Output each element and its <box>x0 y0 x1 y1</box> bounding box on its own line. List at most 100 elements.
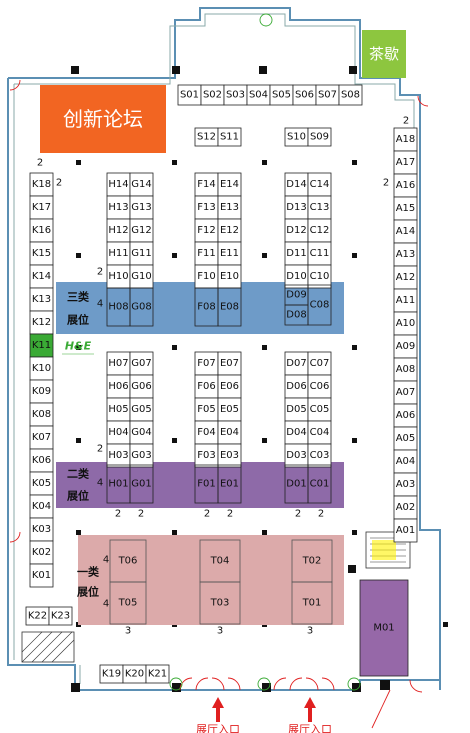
booth-e13[interactable]: E13 <box>217 195 242 220</box>
booth-h04[interactable]: H04 <box>106 420 131 445</box>
booth-d04[interactable]: D04 <box>284 420 309 445</box>
booth-d10[interactable]: D10 <box>284 264 309 289</box>
booth-g14[interactable]: G14 <box>129 172 154 197</box>
booth-a01[interactable]: A01 <box>393 518 418 543</box>
booth-f04[interactable]: F04 <box>194 420 219 445</box>
booth-d11[interactable]: D11 <box>284 241 309 266</box>
booth-t05[interactable]: T05 <box>109 581 147 625</box>
booth-h03[interactable]: H03 <box>106 443 131 468</box>
booth-g04[interactable]: G04 <box>129 420 154 445</box>
booth-s12[interactable]: S12 <box>194 127 219 147</box>
booth-s03[interactable]: S03 <box>223 84 248 106</box>
booth-f11[interactable]: F11 <box>194 241 219 266</box>
booth-c11[interactable]: C11 <box>307 241 332 266</box>
booth-g13[interactable]: G13 <box>129 195 154 220</box>
booth-a05[interactable]: A05 <box>393 426 418 451</box>
booth-g11[interactable]: G11 <box>129 241 154 266</box>
booth-c14[interactable]: C14 <box>307 172 332 197</box>
booth-f10[interactable]: F10 <box>194 264 219 289</box>
booth-g03[interactable]: G03 <box>129 443 154 468</box>
booth-k01[interactable]: K01 <box>29 563 54 588</box>
booth-h05[interactable]: H05 <box>106 397 131 422</box>
booth-k12[interactable]: K12 <box>29 310 54 335</box>
booth-k04[interactable]: K04 <box>29 494 54 519</box>
booth-e08[interactable]: E08 <box>217 287 242 327</box>
booth-c04[interactable]: C04 <box>307 420 332 445</box>
booth-a04[interactable]: A04 <box>393 449 418 474</box>
booth-c10[interactable]: C10 <box>307 264 332 289</box>
booth-s08[interactable]: S08 <box>338 84 363 106</box>
booth-k17[interactable]: K17 <box>29 195 54 220</box>
booth-a14[interactable]: A14 <box>393 219 418 244</box>
booth-g06[interactable]: G06 <box>129 374 154 399</box>
innovation-forum[interactable] <box>40 85 166 153</box>
booth-a03[interactable]: A03 <box>393 472 418 497</box>
booth-c13[interactable]: C13 <box>307 195 332 220</box>
booth-e05[interactable]: E05 <box>217 397 242 422</box>
booth-g01[interactable]: G01 <box>129 464 154 504</box>
booth-k11[interactable]: K11 <box>29 333 54 358</box>
booth-k07[interactable]: K07 <box>29 425 54 450</box>
booth-s02[interactable]: S02 <box>200 84 225 106</box>
booth-k20[interactable]: K20 <box>122 664 147 684</box>
tea-break-area[interactable] <box>362 30 406 78</box>
booth-e12[interactable]: E12 <box>217 218 242 243</box>
booth-e06[interactable]: E06 <box>217 374 242 399</box>
booth-a18[interactable]: A18 <box>393 127 418 152</box>
booth-k14[interactable]: K14 <box>29 264 54 289</box>
booth-e14[interactable]: E14 <box>217 172 242 197</box>
booth-s06[interactable]: S06 <box>292 84 317 106</box>
booth-k02[interactable]: K02 <box>29 540 54 565</box>
booth-s01[interactable]: S01 <box>177 84 202 106</box>
booth-e07[interactable]: E07 <box>217 351 242 376</box>
booth-d14[interactable]: D14 <box>284 172 309 197</box>
booth-m01[interactable]: M01 <box>359 579 409 677</box>
booth-k23[interactable]: K23 <box>48 606 73 626</box>
booth-c03[interactable]: C03 <box>307 443 332 468</box>
booth-f05[interactable]: F05 <box>194 397 219 422</box>
booth-c12[interactable]: C12 <box>307 218 332 243</box>
booth-f12[interactable]: F12 <box>194 218 219 243</box>
booth-k18[interactable]: K18 <box>29 172 54 197</box>
booth-a06[interactable]: A06 <box>393 403 418 428</box>
booth-e04[interactable]: E04 <box>217 420 242 445</box>
booth-a10[interactable]: A10 <box>393 311 418 336</box>
booth-c05[interactable]: C05 <box>307 397 332 422</box>
booth-g07[interactable]: G07 <box>129 351 154 376</box>
booth-a17[interactable]: A17 <box>393 150 418 175</box>
booth-s09[interactable]: S09 <box>307 127 332 147</box>
booth-g12[interactable]: G12 <box>129 218 154 243</box>
booth-c07[interactable]: C07 <box>307 351 332 376</box>
booth-a11[interactable]: A11 <box>393 288 418 313</box>
booth-s10[interactable]: S10 <box>284 127 309 147</box>
booth-s11[interactable]: S11 <box>217 127 242 147</box>
booth-c06[interactable]: C06 <box>307 374 332 399</box>
booth-d07[interactable]: D07 <box>284 351 309 376</box>
booth-h10[interactable]: H10 <box>106 264 131 289</box>
booth-f14[interactable]: F14 <box>194 172 219 197</box>
booth-t01[interactable]: T01 <box>291 581 333 625</box>
booth-k10[interactable]: K10 <box>29 356 54 381</box>
booth-e11[interactable]: E11 <box>217 241 242 266</box>
booth-a12[interactable]: A12 <box>393 265 418 290</box>
booth-s04[interactable]: S04 <box>246 84 271 106</box>
booth-k16[interactable]: K16 <box>29 218 54 243</box>
booth-k06[interactable]: K06 <box>29 448 54 473</box>
booth-h11[interactable]: H11 <box>106 241 131 266</box>
booth-d13[interactable]: D13 <box>284 195 309 220</box>
booth-d03[interactable]: D03 <box>284 443 309 468</box>
booth-f06[interactable]: F06 <box>194 374 219 399</box>
booth-s07[interactable]: S07 <box>315 84 340 106</box>
booth-f03[interactable]: F03 <box>194 443 219 468</box>
booth-k21[interactable]: K21 <box>145 664 170 684</box>
booth-d12[interactable]: D12 <box>284 218 309 243</box>
booth-h12[interactable]: H12 <box>106 218 131 243</box>
booth-k09[interactable]: K09 <box>29 379 54 404</box>
booth-h07[interactable]: H07 <box>106 351 131 376</box>
booth-a08[interactable]: A08 <box>393 357 418 382</box>
booth-k08[interactable]: K08 <box>29 402 54 427</box>
booth-k05[interactable]: K05 <box>29 471 54 496</box>
booth-c01[interactable]: C01 <box>307 464 332 504</box>
booth-k22[interactable]: K22 <box>25 606 50 626</box>
booth-a16[interactable]: A16 <box>393 173 418 198</box>
